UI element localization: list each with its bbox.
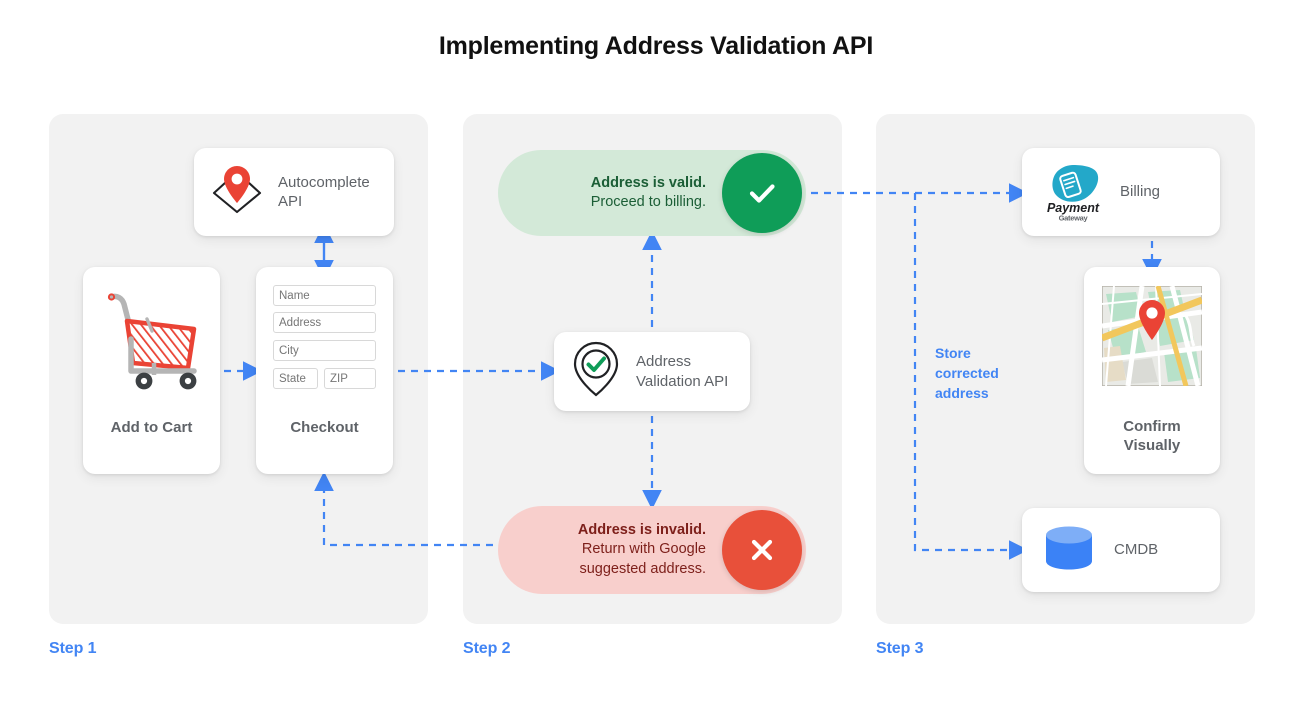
autocomplete-api-label: Autocomplete API	[278, 173, 370, 211]
shopping-cart-icon	[100, 285, 204, 398]
cmdb-label: CMDB	[1114, 541, 1159, 559]
page-title: Implementing Address Validation API	[438, 32, 874, 60]
confirm-caption-line2: Visually	[1123, 436, 1181, 454]
svg-text:Gateway: Gateway	[1059, 214, 1089, 223]
address-invalid-headline: Address is invalid.	[577, 522, 706, 539]
autocomplete-api-card[interactable]: Autocomplete API	[194, 148, 394, 236]
store-note-line1: Store	[935, 345, 971, 361]
store-note-line3: address	[935, 384, 989, 401]
checkout-caption: Checkout	[290, 419, 359, 436]
payment-gateway-icon: Payment Gateway	[1040, 161, 1106, 223]
address-valid-detail: Proceed to billing.	[590, 194, 706, 210]
database-icon	[1042, 523, 1096, 578]
billing-card[interactable]: Payment Gateway Billing	[1022, 148, 1220, 236]
billing-label: Billing	[1120, 183, 1161, 201]
address-valid-banner: Address is valid. Proceed to billing.	[498, 150, 806, 236]
checkout-field-name[interactable]: Name	[273, 285, 376, 306]
close-icon	[722, 510, 802, 590]
map-thumbnail-icon	[1100, 285, 1204, 391]
check-icon	[722, 153, 802, 233]
address-invalid-detail-line1: Return with Google	[581, 541, 706, 558]
checkout-card[interactable]: Name Address City State ZIP Checkout	[256, 267, 393, 474]
address-invalid-text: Address is invalid. Return with Google s…	[498, 521, 722, 578]
store-corrected-address-note: Store corrected address	[935, 344, 1025, 404]
add-to-cart-caption: Add to Cart	[110, 419, 193, 436]
address-invalid-banner: Address is invalid. Return with Google s…	[498, 506, 806, 594]
svg-text:Payment: Payment	[1047, 201, 1100, 215]
step-3-label: Step 3	[876, 640, 924, 657]
checkout-field-state[interactable]: State	[273, 368, 318, 389]
confirm-visually-caption: Confirm Visually	[1084, 418, 1220, 456]
address-invalid-detail-line2: suggested address.	[579, 560, 706, 577]
checkout-field-city[interactable]: City	[273, 340, 376, 361]
address-valid-headline: Address is valid.	[590, 174, 706, 191]
step-1-label: Step 1	[49, 640, 97, 657]
address-validation-api-label: Address Validation API	[636, 353, 729, 390]
map-pin-diamond-icon	[208, 162, 266, 223]
address-validation-api-card[interactable]: Address Validation API	[554, 332, 750, 411]
confirm-visually-card[interactable]: Confirm Visually	[1084, 267, 1220, 474]
checkout-field-address[interactable]: Address	[273, 312, 376, 333]
checkout-field-zip[interactable]: ZIP	[324, 368, 376, 389]
add-to-cart-card[interactable]: Add to Cart	[83, 267, 220, 474]
step-2-label: Step 2	[463, 640, 511, 657]
map-pin-check-icon	[570, 339, 622, 404]
store-note-line2: corrected	[935, 364, 999, 381]
cmdb-card[interactable]: CMDB	[1022, 508, 1220, 592]
confirm-caption-line1: Confirm	[1123, 418, 1181, 435]
address-valid-text: Address is valid. Proceed to billing.	[498, 174, 722, 212]
